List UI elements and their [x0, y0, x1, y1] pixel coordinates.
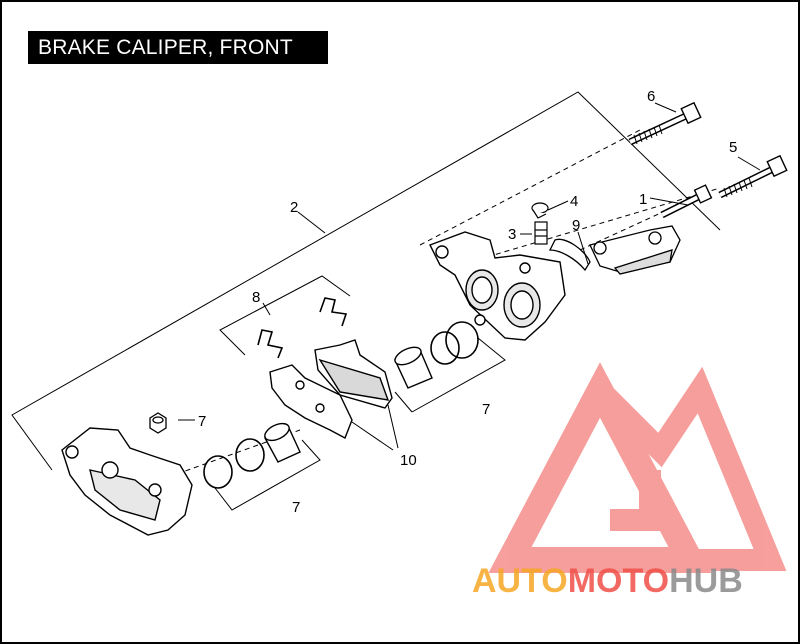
part-spring-clip-left [257, 329, 284, 359]
callout-7-bottom: 7 [292, 499, 300, 516]
callout-7-nut: 7 [198, 413, 206, 430]
callout-8: 8 [252, 289, 260, 306]
callout-box-8 [219, 275, 351, 356]
callout-2: 2 [290, 199, 298, 216]
part-seal-bottom-1 [203, 455, 233, 489]
part-caliper-housing-inboard [429, 231, 566, 341]
callout-box-2 [11, 91, 721, 471]
callout-4: 4 [570, 193, 578, 210]
part-bracket-9 [548, 225, 681, 275]
part-brake-pad-back [269, 364, 353, 439]
page-title: BRAKE CALIPER, FRONT [28, 31, 328, 64]
callout-6: 6 [647, 88, 655, 105]
part-seal-right-1 [430, 331, 460, 365]
part-brake-pad-front [314, 339, 393, 409]
part-bleeder-3 [534, 221, 548, 245]
callout-5: 5 [729, 139, 737, 156]
part-piston-right [394, 346, 433, 389]
leader-lines [178, 102, 761, 451]
part-nut-7 [149, 412, 167, 434]
watermark-text: AUTOMOTOHUB [472, 562, 743, 600]
part-cap-4 [531, 202, 549, 219]
callout-3: 3 [508, 226, 516, 243]
part-bolt-6 [628, 101, 702, 146]
callout-10: 10 [400, 452, 417, 469]
svg-text:AUTOMOTOHUB: AUTOMOTOHUB [472, 562, 743, 600]
callout-7-right: 7 [482, 401, 490, 418]
part-spring-clip-right [319, 297, 348, 327]
callout-box-7-bottom [214, 439, 321, 511]
part-bolt-1 [660, 184, 713, 219]
watermark-moto: MOTO [568, 562, 669, 600]
watermark-logo [488, 362, 787, 573]
watermark-hub: HUB [669, 562, 743, 600]
callout-labels: 1 2 3 4 5 6 7 7 7 8 9 10 [198, 88, 737, 516]
callout-1: 1 [639, 191, 647, 208]
part-piston-bottom [264, 422, 301, 463]
part-seal-bottom-2 [235, 438, 265, 472]
part-bolt-5 [718, 154, 788, 199]
part-caliper-housing-outboard [61, 427, 193, 536]
part-seal-right-2 [445, 321, 479, 359]
callout-box-7-right [394, 337, 506, 413]
watermark-auto: AUTO [472, 562, 568, 600]
callout-9: 9 [572, 217, 580, 234]
